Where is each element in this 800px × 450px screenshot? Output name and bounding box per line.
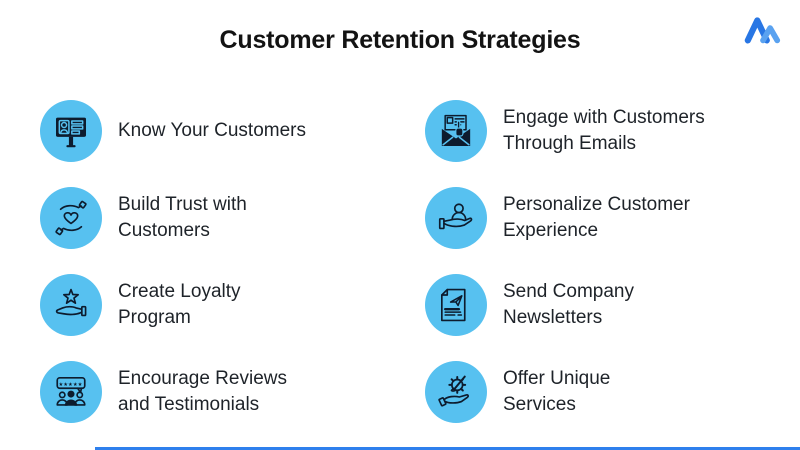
hand-holding-gear-icon [425,360,487,423]
strategy-label: Offer Unique Services [503,367,611,415]
hands-holding-heart-icon [40,186,102,249]
strategy-item-know-your-customers: Know Your Customers [40,87,425,174]
customer-id-sign-icon [40,99,102,162]
strategy-item-loyalty-program: Create Loyalty Program [40,261,425,348]
strategy-label: Know Your Customers [118,119,306,141]
strategy-label: Encourage Reviews and Testimonials [118,367,287,415]
svg-text:★★★★★: ★★★★★ [59,381,83,387]
strategy-label: Send Company Newsletters [503,280,634,328]
page-title: Customer Retention Strategies [219,26,581,54]
mailmodo-logo-icon [744,17,781,44]
strategy-item-personalize-experience: Personalize Customer Experience [425,174,780,261]
strategy-label: Create Loyalty Program [118,280,241,328]
strategy-item-unique-services: Offer Unique Services [425,348,780,435]
hand-presenting-person-icon [425,186,487,249]
five-star-review-people-icon: ★★★★★ [40,360,102,423]
hand-presenting-star-icon [40,273,102,336]
email-engagement-icon [425,99,487,162]
bottom-accent-line [95,447,800,450]
strategy-item-build-trust: Build Trust with Customers [40,174,425,261]
strategy-item-email-engagement: Engage with Customers Through Emails [425,87,780,174]
strategy-item-newsletters: Send Company Newsletters [425,261,780,348]
strategy-item-reviews-testimonials: ★★★★★ Encourage Reviews and Testimonials [40,348,425,435]
strategy-label: Personalize Customer Experience [503,193,690,241]
newsletter-document-icon [425,273,487,336]
strategy-label: Engage with Customers Through Emails [503,106,705,154]
strategy-label: Build Trust with Customers [118,193,247,241]
strategy-grid: Know Your Customers Build Trust with Cus… [40,87,780,435]
